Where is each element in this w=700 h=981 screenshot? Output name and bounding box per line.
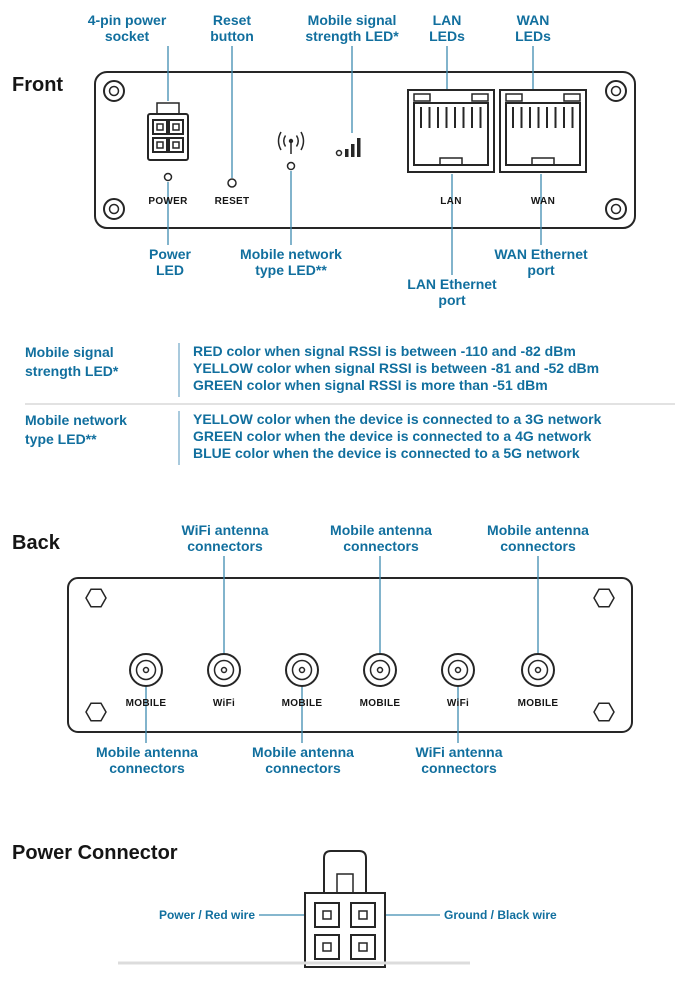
power-connector-heading: Power Connector bbox=[12, 842, 178, 864]
label-lan-leds: LAN LEDs bbox=[429, 12, 465, 44]
label-power-led: Power LED bbox=[148, 246, 191, 278]
label-power-socket: 4-pin power socket bbox=[87, 12, 167, 44]
label-mobile-network-type-led: Mobile network type LED** bbox=[240, 246, 342, 278]
label-wan-leds: WAN LEDs bbox=[515, 12, 551, 44]
power-led-icon bbox=[163, 172, 173, 182]
panel-label-lan: LAN bbox=[440, 196, 462, 207]
label-lan-ethernet-port: LAN Ethernet port bbox=[407, 276, 497, 308]
legend-line: GREEN color when the device is connected… bbox=[193, 428, 592, 444]
back-leader-lines bbox=[145, 556, 539, 743]
front-panel bbox=[94, 71, 636, 229]
panel-label-mobile-4: MOBILE bbox=[517, 698, 559, 709]
reset-hole-icon bbox=[227, 178, 237, 188]
antenna-icon bbox=[277, 131, 305, 154]
legend-line: YELLOW color when signal RSSI is between… bbox=[193, 360, 600, 376]
label-wifi-antenna-top: WiFi antenna connectors bbox=[181, 522, 269, 554]
label-mobile-antenna-top2: Mobile antenna connectors bbox=[487, 522, 589, 554]
label-wifi-antenna-bottom: WiFi antenna connectors bbox=[415, 744, 503, 776]
panel-label-power: POWER bbox=[148, 196, 188, 207]
label-wan-ethernet-port: WAN Ethernet port bbox=[494, 246, 588, 278]
legend-line: RED color when signal RSSI is between -1… bbox=[193, 343, 576, 359]
power-socket-icon bbox=[147, 102, 189, 161]
legend-line: BLUE color when the device is connected … bbox=[193, 445, 580, 461]
label-reset-button: Reset button bbox=[210, 12, 254, 44]
label-power-red-wire: Power / Red wire bbox=[158, 908, 255, 922]
power-connector-icon bbox=[304, 850, 386, 968]
lan-port-icon bbox=[407, 89, 495, 173]
panel-label-reset: RESET bbox=[214, 196, 250, 207]
panel-label-mobile-2: MOBILE bbox=[281, 698, 323, 709]
legend-line: YELLOW color when the device is connecte… bbox=[193, 411, 602, 427]
label-mobile-antenna-top: Mobile antenna connectors bbox=[330, 522, 432, 554]
signal-bars-icon bbox=[335, 138, 361, 157]
legend-line: GREEN color when signal RSSI is more tha… bbox=[193, 377, 548, 393]
panel-label-wan: WAN bbox=[530, 196, 556, 207]
legend-term-signal-led: Mobile signal strength LED* bbox=[25, 344, 119, 379]
panel-label-mobile-3: MOBILE bbox=[359, 698, 401, 709]
wan-port-icon bbox=[499, 89, 587, 173]
label-ground-black-wire: Ground / Black wire bbox=[444, 908, 557, 922]
panel-label-wifi-2: WiFi bbox=[446, 698, 470, 709]
label-mobile-antenna-bottom: Mobile antenna connectors bbox=[96, 744, 198, 776]
mobile-type-led-dot bbox=[286, 161, 296, 171]
label-mobile-antenna-bottom2: Mobile antenna connectors bbox=[252, 744, 354, 776]
front-heading: Front bbox=[12, 74, 64, 96]
panel-label-mobile-1: MOBILE bbox=[125, 698, 167, 709]
label-mobile-signal-led: Mobile signal strength LED* bbox=[305, 12, 399, 44]
legend-dividers bbox=[25, 343, 675, 465]
front-leader-lines bbox=[167, 46, 542, 275]
legend-term-network-type-led: Mobile network type LED** bbox=[25, 412, 127, 447]
back-heading: Back bbox=[12, 532, 60, 554]
panel-label-wifi-1: WiFi bbox=[212, 698, 236, 709]
back-panel bbox=[67, 577, 633, 733]
